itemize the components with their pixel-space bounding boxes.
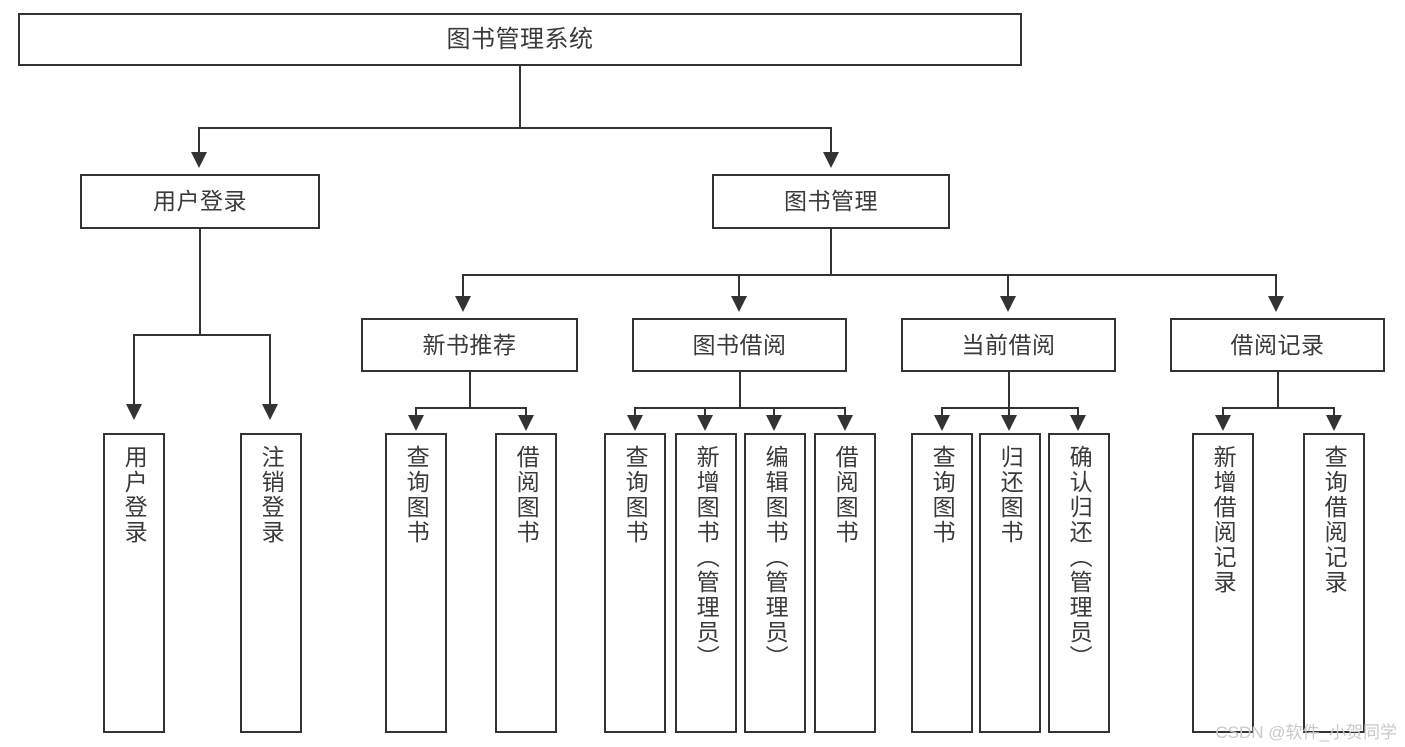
leaf-add-borrow-record[interactable]: 新增借阅记录 <box>1192 433 1254 733</box>
node-label: 借阅记录 <box>1230 331 1325 358</box>
connector-borrow-record-stem <box>1277 372 1279 408</box>
connector-user-login-leaf1 <box>133 334 135 406</box>
arrowhead-user-login-leaf2 <box>262 404 278 420</box>
connector-borrow-record-bar <box>1222 407 1335 409</box>
arrowhead-book-borrow-leaf4 <box>837 415 853 431</box>
connector-bm-to-new-book <box>462 274 464 298</box>
connector-root-stem <box>519 66 521 128</box>
connector-user-login-leaf2 <box>269 334 271 406</box>
leaf-logout[interactable]: 注销登录 <box>240 433 302 733</box>
csdn-watermark: CSDN @软件_小贺同学 <box>1215 723 1397 742</box>
node-label: 图书管理 <box>784 188 878 215</box>
connector-borrow-record-leaf2 <box>1333 407 1335 417</box>
arrowhead-borrow-record-leaf2 <box>1326 415 1342 431</box>
node-label: 借阅图书 <box>513 445 540 545</box>
leaf-query-book-borrow[interactable]: 查询图书 <box>604 433 666 733</box>
connector-current-borrow-stem <box>1008 372 1010 408</box>
arrowhead-root-to-book-management <box>823 152 839 168</box>
connector-current-borrow-leaf2 <box>1008 407 1010 417</box>
node-book-management-system[interactable]: 图书管理系统 <box>18 13 1022 66</box>
arrowhead-bm-to-book-borrow <box>731 296 747 312</box>
leaf-return-book[interactable]: 归还图书 <box>979 433 1041 733</box>
node-label: 图书借阅 <box>692 331 787 358</box>
connector-new-book-stem <box>469 372 471 408</box>
connector-borrow-record-leaf1 <box>1222 407 1224 417</box>
connector-book-borrow-bar <box>634 407 846 409</box>
connector-book-borrow-leaf4 <box>844 407 846 417</box>
node-book-borrow[interactable]: 图书借阅 <box>632 318 847 372</box>
node-label: 编辑图书（管理员） <box>762 445 789 670</box>
connector-new-book-leaf1 <box>415 407 417 417</box>
arrowhead-book-borrow-leaf2 <box>697 415 713 431</box>
connector-root-to-user-login <box>198 127 200 154</box>
arrowhead-borrow-record-leaf1 <box>1215 415 1231 431</box>
connector-current-borrow-bar <box>941 407 1079 409</box>
leaf-query-borrow-record[interactable]: 查询借阅记录 <box>1303 433 1365 733</box>
leaf-confirm-return-admin[interactable]: 确认归还（管理员） <box>1048 433 1110 733</box>
leaf-borrow-book[interactable]: 借阅图书 <box>814 433 876 733</box>
connector-user-login-stem <box>199 229 201 335</box>
node-label: 归还图书 <box>997 445 1024 545</box>
arrowhead-current-borrow-leaf2 <box>1001 415 1017 431</box>
node-user-login[interactable]: 用户登录 <box>80 174 320 229</box>
connector-new-book-bar <box>415 407 527 409</box>
node-label: 查询图书 <box>622 445 649 545</box>
connector-book-management-bar <box>462 274 1277 276</box>
connector-book-management-stem <box>830 229 832 275</box>
arrowhead-book-borrow-leaf3 <box>766 415 782 431</box>
connector-current-borrow-leaf1 <box>941 407 943 417</box>
leaf-add-book-admin[interactable]: 新增图书（管理员） <box>675 433 737 733</box>
node-label: 新书推荐 <box>422 331 517 358</box>
connector-user-login-bar <box>133 334 271 336</box>
arrowhead-new-book-leaf2 <box>518 415 534 431</box>
node-borrow-record[interactable]: 借阅记录 <box>1170 318 1385 372</box>
node-label: 借阅图书 <box>832 445 859 545</box>
arrowhead-bm-to-new-book <box>455 296 471 312</box>
arrowhead-new-book-leaf1 <box>408 415 424 431</box>
arrowhead-root-to-user-login <box>191 152 207 168</box>
connector-book-borrow-stem <box>739 372 741 408</box>
connector-root-to-book-management <box>830 127 832 154</box>
connector-book-borrow-leaf3 <box>773 407 775 417</box>
leaf-borrow-book-recommend[interactable]: 借阅图书 <box>495 433 557 733</box>
connector-current-borrow-leaf3 <box>1077 407 1079 417</box>
leaf-query-book-current[interactable]: 查询图书 <box>911 433 973 733</box>
connector-bm-to-current-borrow <box>1007 274 1009 298</box>
arrowhead-bm-to-current-borrow <box>1000 296 1016 312</box>
node-new-book-recommend[interactable]: 新书推荐 <box>361 318 578 372</box>
node-label: 图书管理系统 <box>446 25 594 53</box>
connector-book-borrow-leaf2 <box>704 407 706 417</box>
leaf-query-book-recommend[interactable]: 查询图书 <box>385 433 447 733</box>
connector-bm-to-borrow-record <box>1275 274 1277 298</box>
node-label: 新增图书（管理员） <box>693 445 720 670</box>
node-label: 用户登录 <box>121 445 148 545</box>
connector-root-bar <box>198 127 832 129</box>
arrowhead-book-borrow-leaf1 <box>627 415 643 431</box>
node-label: 确认归还（管理员） <box>1066 445 1093 670</box>
node-label: 用户登录 <box>153 188 247 215</box>
node-book-management[interactable]: 图书管理 <box>712 174 950 229</box>
node-label: 查询借阅记录 <box>1321 445 1348 595</box>
node-label: 查询图书 <box>929 445 956 545</box>
arrowhead-user-login-leaf1 <box>126 404 142 420</box>
leaf-user-login[interactable]: 用户登录 <box>103 433 165 733</box>
node-current-borrow[interactable]: 当前借阅 <box>901 318 1116 372</box>
connector-bm-to-book-borrow <box>738 274 740 298</box>
connector-book-borrow-leaf1 <box>634 407 636 417</box>
node-label: 当前借阅 <box>961 331 1056 358</box>
node-label: 新增借阅记录 <box>1210 445 1237 595</box>
arrowhead-current-borrow-leaf1 <box>934 415 950 431</box>
arrowhead-current-borrow-leaf3 <box>1070 415 1086 431</box>
node-label: 注销登录 <box>258 445 285 545</box>
connector-new-book-leaf2 <box>525 407 527 417</box>
arrowhead-bm-to-borrow-record <box>1268 296 1284 312</box>
node-label: 查询图书 <box>403 445 430 545</box>
leaf-edit-book-admin[interactable]: 编辑图书（管理员） <box>744 433 806 733</box>
